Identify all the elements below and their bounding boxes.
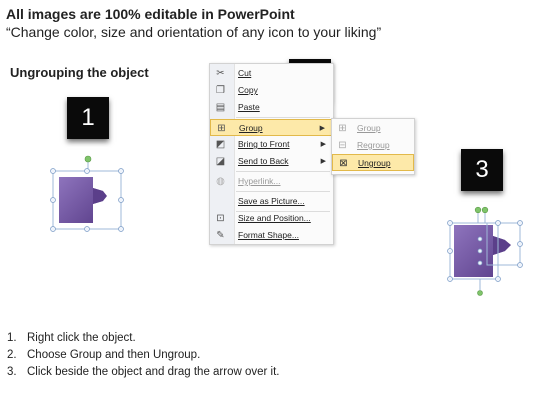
scissors-icon: ✂ [216, 68, 225, 79]
step-item: 3.Click beside the object and drag the a… [7, 366, 280, 378]
group-icon: ⊞ [338, 123, 347, 134]
menu-separator [236, 191, 330, 192]
send-back-icon: ◪ [215, 156, 226, 167]
bring-front-icon: ◩ [215, 139, 226, 150]
format-shape-icon: ✎ [216, 230, 225, 241]
step-badge-1: 1 [67, 97, 109, 139]
step-item: 2.Choose Group and then Ungroup. [7, 349, 201, 361]
menu-item-format-shape[interactable]: ✎ Format Shape... [216, 230, 299, 241]
menu-item-save-as-picture[interactable]: Save as Picture... [238, 196, 305, 206]
menu-item-group[interactable]: ⊞ Group ▶ [210, 119, 333, 136]
paste-icon: ▤ [215, 102, 226, 113]
ungrouped-shapes-selected[interactable] [445, 205, 530, 300]
menu-separator [236, 117, 330, 118]
step-badge-3: 3 [461, 149, 503, 191]
submenu-arrow-icon: ▶ [320, 158, 326, 165]
copy-icon: ❐ [216, 85, 225, 96]
menu-item-hyperlink[interactable]: ◍ Hyperlink... [216, 176, 281, 187]
context-menu: ✂ Cut ❐ Copy ▤ Paste ⊞ Group ▶ ◩ Bring t… [209, 63, 334, 245]
submenu-item-ungroup[interactable]: ⊠ Ungroup [332, 154, 414, 171]
menu-item-size-and-position[interactable]: ⊡ Size and Position... [216, 213, 311, 224]
menu-item-send-to-back[interactable]: ◪ Send to Back ▶ [210, 153, 333, 170]
grouped-shape-selected[interactable] [45, 155, 135, 240]
context-menu-icon-strip [210, 64, 235, 244]
regroup-icon: ⊟ [338, 140, 347, 151]
header-subtitle: “Change color, size and orientation of a… [6, 24, 382, 40]
ungroup-icon: ⊠ [339, 158, 348, 169]
menu-item-copy[interactable]: ❐ Copy [216, 85, 258, 96]
submenu-arrow-icon: ▶ [320, 141, 326, 148]
size-icon: ⊡ [216, 213, 225, 224]
group-submenu: ⊞ Group ⊟ Regroup ⊠ Ungroup [331, 118, 415, 175]
submenu-item-group[interactable]: ⊞ Group [338, 123, 381, 134]
menu-item-paste[interactable]: ▤ Paste [215, 102, 260, 113]
section-title: Ungrouping the object [10, 65, 149, 80]
submenu-item-regroup[interactable]: ⊟ Regroup [338, 140, 390, 151]
menu-item-bring-to-front[interactable]: ◩ Bring to Front ▶ [210, 136, 333, 153]
menu-separator [236, 211, 330, 212]
globe-icon: ◍ [216, 176, 225, 187]
header-title: All images are 100% editable in PowerPoi… [6, 6, 295, 22]
menu-separator [236, 171, 330, 172]
step-item: 1.Right click the object. [7, 332, 136, 344]
instruction-steps: 1.Right click the object. 2.Choose Group… [7, 330, 280, 381]
menu-item-cut[interactable]: ✂ Cut [216, 68, 252, 79]
submenu-arrow-icon: ▶ [319, 125, 325, 132]
group-icon: ⊞ [217, 123, 226, 134]
